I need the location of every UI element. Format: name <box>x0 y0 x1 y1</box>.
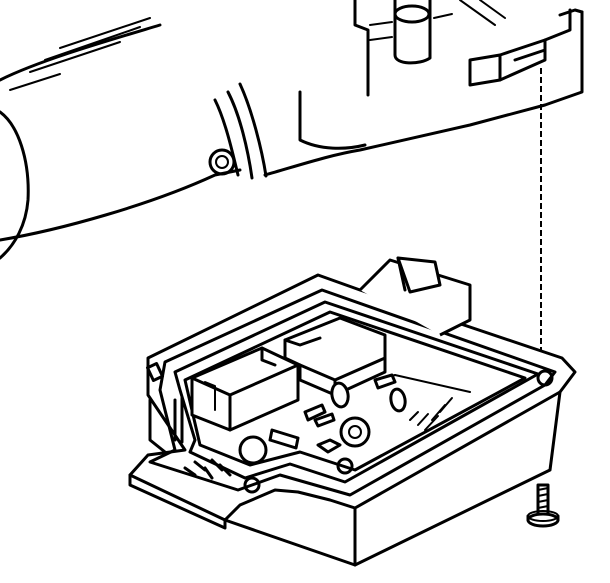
mounting-bracket <box>263 0 584 177</box>
relay-right <box>283 316 387 397</box>
board-components <box>146 362 453 480</box>
mounting-screw <box>526 483 560 528</box>
relay-left <box>190 346 300 432</box>
motor-housing <box>0 17 268 260</box>
control-module-case <box>128 256 577 567</box>
